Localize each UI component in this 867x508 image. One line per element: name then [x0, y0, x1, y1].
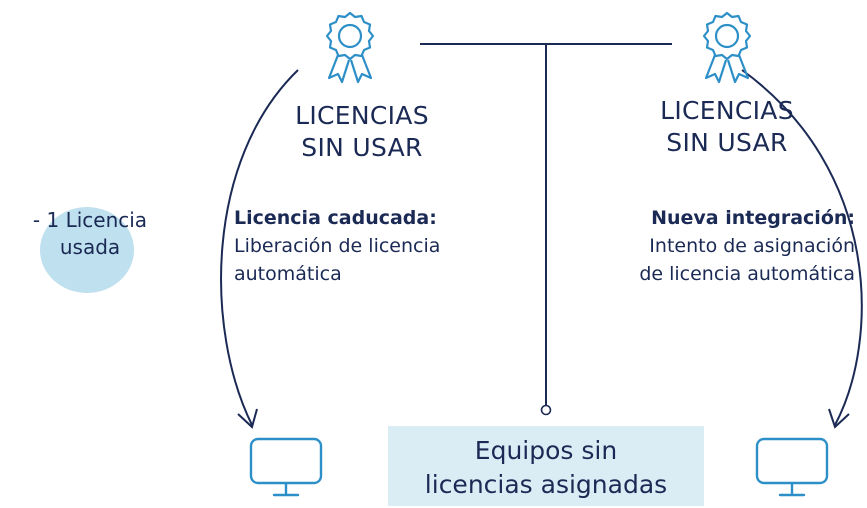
used-license-bubble [40, 207, 134, 293]
award-ribbon-icon [702, 11, 752, 84]
right-title: LICENCIAS SIN USAR [627, 95, 827, 159]
right-heading: Nueva integración: [651, 207, 855, 229]
award-ribbon-icon [325, 11, 375, 84]
left-arrowhead [237, 408, 258, 429]
used-license-line-2: usada [59, 235, 121, 259]
left-curved-arrow [220, 69, 299, 426]
left-title: LICENCIAS SIN USAR [262, 100, 462, 164]
monitor-icon [755, 437, 829, 497]
left-title-line-2: SIN USAR [301, 133, 423, 162]
box-line-1: Equipos sin [474, 436, 618, 465]
box-line-2: licencias asignadas [424, 470, 668, 499]
left-description: Licencia caducada: Liberación de licenci… [234, 204, 504, 288]
used-license-line-1: - 1 Licencia [32, 208, 148, 232]
right-text-line-2: de licencia automática [639, 263, 855, 285]
left-text-line-2: automática [234, 263, 342, 285]
unassigned-devices-box: Equipos sin licencias asignadas [388, 426, 704, 506]
center-endpoint [540, 404, 552, 416]
left-title-line-1: LICENCIAS [295, 101, 429, 130]
right-description: Nueva integración: Intento de asignación… [578, 204, 855, 288]
used-license-label: - 1 Licencia usada [0, 207, 180, 261]
left-heading: Licencia caducada: [234, 207, 437, 229]
right-text-line-1: Intento de asignación [649, 235, 855, 257]
monitor-icon [249, 437, 323, 497]
right-arrowhead [828, 408, 850, 429]
right-curved-arrow [741, 69, 863, 426]
left-text-line-1: Liberación de licencia [234, 235, 441, 257]
right-title-line-1: LICENCIAS [660, 96, 794, 125]
right-title-line-2: SIN USAR [666, 128, 788, 157]
